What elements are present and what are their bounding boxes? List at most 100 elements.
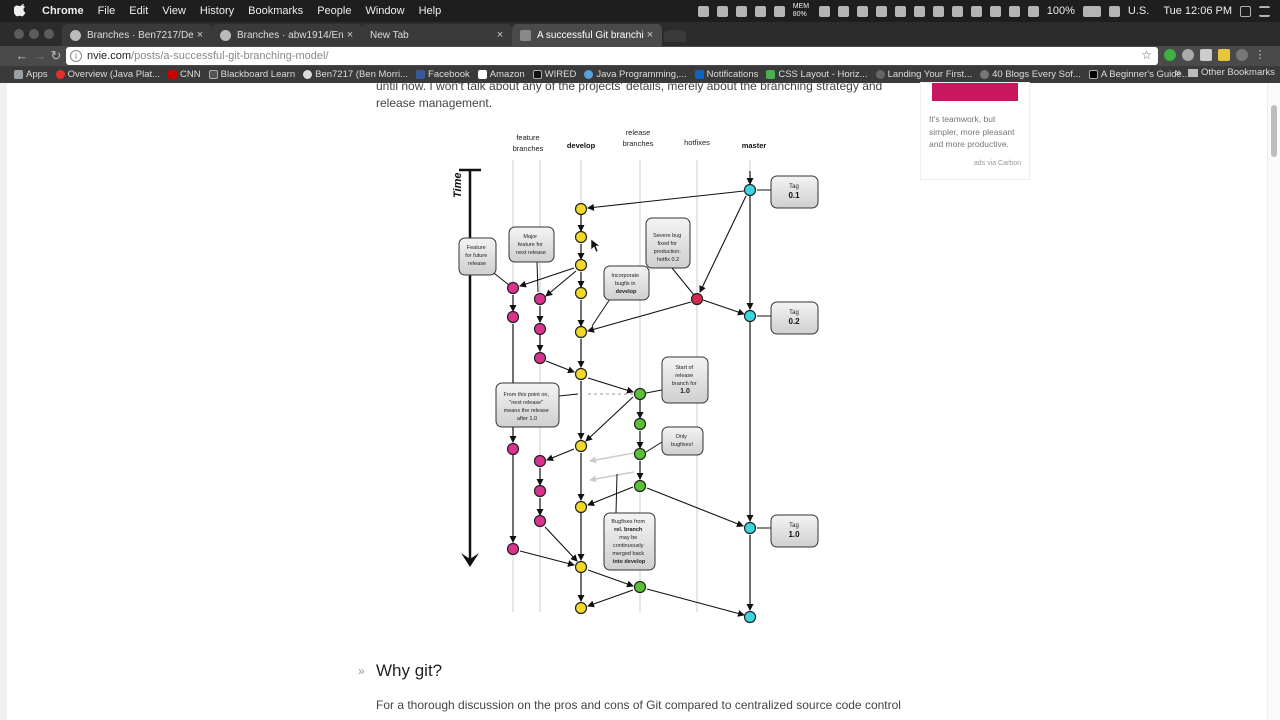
back-arrow-icon[interactable]: ← xyxy=(15,48,29,63)
menu-bookmarks[interactable]: Bookmarks xyxy=(248,5,304,17)
arrow xyxy=(546,448,575,461)
ad-via-label[interactable]: ads via Carbon xyxy=(973,160,1021,167)
bookmark-blackboard[interactable]: Blackboard Learn xyxy=(208,69,295,80)
bookmark-java-programming[interactable]: Java Programming,... xyxy=(584,69,687,80)
arrow xyxy=(519,550,575,567)
zoom-window-button[interactable] xyxy=(44,29,54,39)
blackboard-icon xyxy=(208,70,218,79)
close-icon[interactable]: × xyxy=(346,29,354,41)
extension-cloud-icon[interactable] xyxy=(1182,49,1194,61)
clock[interactable]: Tue 12:06 PM xyxy=(1163,5,1232,17)
flag-icon[interactable] xyxy=(856,5,868,17)
bolt-icon[interactable] xyxy=(913,5,925,17)
column-header-release: release xyxy=(626,128,651,137)
tab-branches-demorep[interactable]: Branches · Ben7217/DemoRep × xyxy=(62,24,212,46)
bookmark-github-ben7217[interactable]: Ben7217 (Ben Morri... xyxy=(303,69,408,80)
menu-edit[interactable]: Edit xyxy=(129,5,149,17)
bookmark-star-icon[interactable]: ☆ xyxy=(1141,48,1152,62)
heading-anchor-icon[interactable]: » xyxy=(358,664,365,678)
column-header-master: master xyxy=(742,141,767,150)
notification-center-icon[interactable] xyxy=(1259,5,1270,17)
close-icon[interactable]: × xyxy=(646,29,654,41)
tag-0-2: Tag 0.2 xyxy=(757,301,819,335)
ad-text[interactable]: It's teamwork, but simpler, more pleasan… xyxy=(929,114,1015,149)
dropbox-icon[interactable] xyxy=(773,5,785,17)
us-flag-icon[interactable] xyxy=(1108,5,1120,17)
bookmark-landing-first[interactable]: Landing Your First... xyxy=(875,69,972,80)
extension-green-icon[interactable] xyxy=(1164,49,1176,61)
more-bookmarks-chevron-icon[interactable]: » xyxy=(1175,67,1182,79)
bookmark-amazon[interactable]: Amazon xyxy=(477,69,525,80)
evernote-icon[interactable] xyxy=(735,5,747,17)
input-source[interactable]: U.S. xyxy=(1127,5,1150,17)
close-window-button[interactable] xyxy=(14,29,24,39)
menu-help[interactable]: Help xyxy=(418,5,442,17)
menu-app-name[interactable]: Chrome xyxy=(42,5,84,17)
record-icon[interactable] xyxy=(697,5,709,17)
circle-icon[interactable] xyxy=(716,5,728,17)
bookmark-label: Apps xyxy=(26,69,48,80)
tab-git-branching-model[interactable]: A successful Git branching mo × xyxy=(512,24,662,46)
page-scrollbar[interactable] xyxy=(1267,83,1280,720)
battery-percent[interactable]: 100% xyxy=(1046,5,1075,17)
bookmark-beginners-guide[interactable]: A Beginner's Guide... xyxy=(1088,69,1190,80)
siri-icon[interactable] xyxy=(951,5,963,17)
carbon-ad[interactable]: It's teamwork, but simpler, more pleasan… xyxy=(921,83,1029,179)
bookmark-css-layout[interactable]: CSS Layout - Horiz... xyxy=(766,69,868,80)
puzzle-icon[interactable] xyxy=(837,5,849,17)
extension-gear-icon[interactable] xyxy=(1236,49,1248,61)
callout-text: branch for xyxy=(672,381,697,387)
image-icon[interactable] xyxy=(894,5,906,17)
bookmark-apps[interactable]: Apps xyxy=(14,69,48,80)
ad-image[interactable] xyxy=(932,83,1018,101)
svg-text:Bugfixes from rel. bra: Bugfixes from rel. branch may be continu… xyxy=(611,519,646,565)
wifi-icon[interactable] xyxy=(1027,5,1039,17)
bookmark-wired[interactable]: WIRED xyxy=(532,69,576,80)
extension-arrow-icon[interactable] xyxy=(1200,49,1212,61)
column-header-develop: develop xyxy=(567,141,596,150)
bookmark-java-overview[interactable]: Overview (Java Plat... xyxy=(55,69,160,80)
menu-view[interactable]: View xyxy=(162,5,186,17)
bluetooth-icon[interactable] xyxy=(1008,5,1020,17)
menu-file[interactable]: File xyxy=(97,5,116,17)
search-icon[interactable] xyxy=(932,5,944,17)
menu-history[interactable]: History xyxy=(199,5,235,17)
bookmark-notifications[interactable]: Notifications xyxy=(694,69,758,80)
address-bar[interactable]: i nvie.com/posts/a-successful-git-branch… xyxy=(66,47,1158,65)
volume-icon[interactable] xyxy=(989,5,1001,17)
menu-window[interactable]: Window xyxy=(365,5,405,17)
callout-text: bugfixes! xyxy=(671,442,693,448)
bookmark-40-blogs[interactable]: 40 Blogs Every Sof... xyxy=(980,69,1081,80)
site-icon xyxy=(875,70,885,79)
tab-new-tab[interactable]: New Tab × xyxy=(362,24,512,46)
time-machine-icon[interactable] xyxy=(970,5,982,17)
tab-branches-encoreli[interactable]: Branches · abw1914/EncoreLi × xyxy=(212,24,362,46)
menu-people[interactable]: People xyxy=(317,5,352,17)
callout-text: means the release xyxy=(504,408,549,414)
new-tab-button[interactable] xyxy=(664,30,686,42)
callout-text: after 1.0 xyxy=(517,416,537,422)
creative-cloud-icon[interactable] xyxy=(754,5,766,17)
macos-menubar: Chrome File Edit View History Bookmarks … xyxy=(0,0,1280,22)
callout-text: hotfix 0.2 xyxy=(657,257,679,263)
memory-status[interactable]: MEM 80% xyxy=(792,3,810,18)
bookmark-facebook[interactable]: Facebook xyxy=(416,69,470,80)
battery-icon[interactable] xyxy=(1082,5,1101,17)
close-icon[interactable]: × xyxy=(196,29,204,41)
bookmark-cnn[interactable]: CNN xyxy=(168,69,201,80)
apple-icon[interactable] xyxy=(14,4,28,18)
menu-kebab-icon[interactable]: ⋮ xyxy=(1254,49,1266,61)
reload-icon[interactable]: ↻ xyxy=(50,48,62,63)
scrollbar-thumb[interactable] xyxy=(1271,105,1277,157)
minimize-window-button[interactable] xyxy=(29,29,39,39)
extension-honey-icon[interactable] xyxy=(1218,49,1230,61)
cnn-icon xyxy=(168,70,178,79)
forward-arrow-icon[interactable]: → xyxy=(33,48,47,63)
close-icon[interactable]: × xyxy=(496,29,504,41)
paw-icon[interactable] xyxy=(818,5,830,17)
info-icon[interactable]: i xyxy=(70,50,82,62)
glasses-icon[interactable] xyxy=(875,5,887,17)
feature-commit xyxy=(506,310,520,324)
user-icon[interactable] xyxy=(1240,5,1251,17)
other-bookmarks[interactable]: Other Bookmarks xyxy=(1188,67,1275,78)
